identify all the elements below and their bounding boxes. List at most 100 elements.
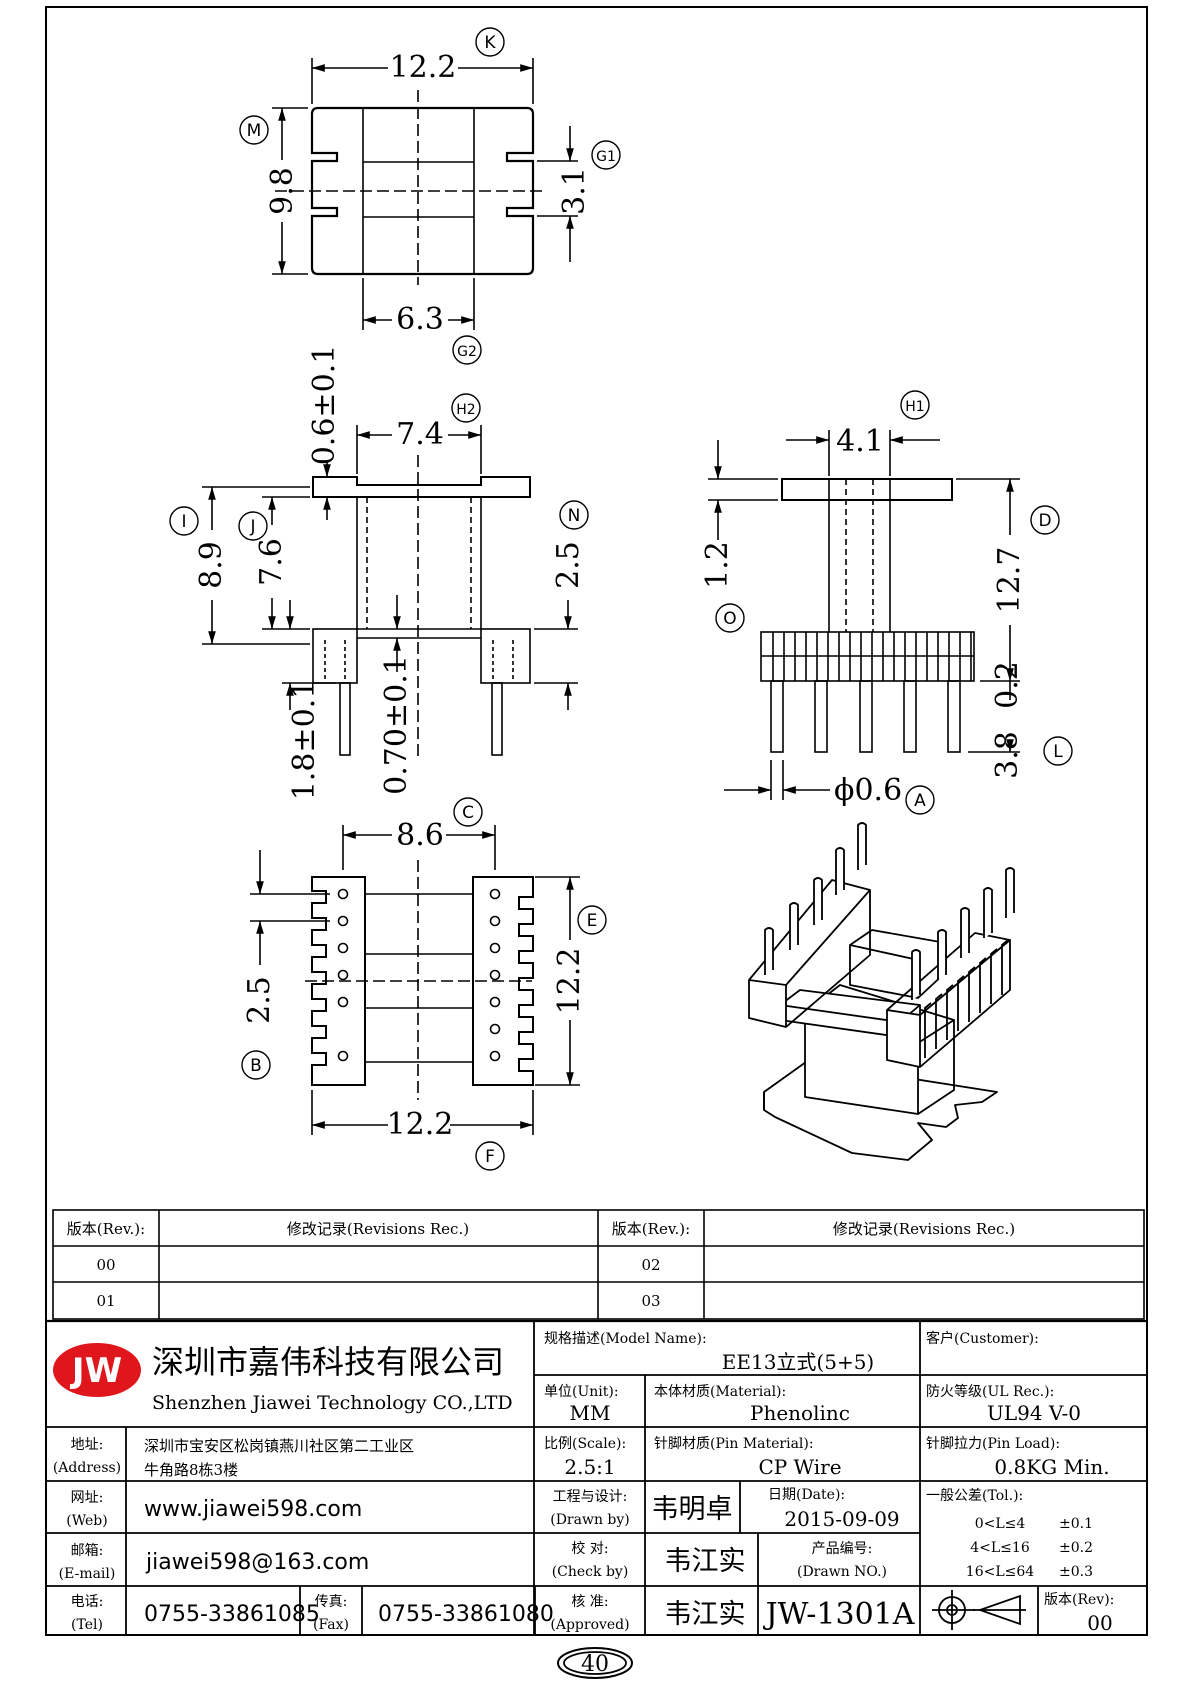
callout-i-circle <box>169 506 199 536</box>
dim-bottom-width: 12.2 <box>387 1107 454 1142</box>
logo-text: JW <box>70 1351 122 1391</box>
tel-value: 0755-33861085 <box>144 1602 320 1627</box>
callout-f: F <box>485 1147 495 1167</box>
callout-c: C <box>462 803 474 823</box>
tolerance-range-3: 16<L≤64 <box>966 1564 1034 1580</box>
callout-o: O <box>723 609 736 629</box>
model-label: 规格描述(Model Name): <box>544 1331 707 1347</box>
isometric-view <box>748 822 1015 1161</box>
callout-h1: H1 <box>905 399 924 415</box>
callout-h1-circle <box>900 390 930 420</box>
callout-a-circle <box>905 785 935 815</box>
pin-material-value: CP Wire <box>758 1455 841 1479</box>
front-view <box>202 425 578 760</box>
company-name-cn: 深圳市嘉伟科技有限公司 <box>152 1343 504 1381</box>
company-name-en: Shenzhen Jiawei Technology CO.,LTD <box>152 1392 513 1414</box>
part-number: JW-1301A <box>763 1597 915 1632</box>
scale-label: 比例(Scale): <box>544 1436 626 1452</box>
callout-b: B <box>250 1056 262 1076</box>
web-label-en: (Web) <box>66 1513 107 1529</box>
drawn-label-en: (Drawn by) <box>550 1512 630 1528</box>
callout-o-circle <box>715 603 745 633</box>
callout-d: D <box>1038 511 1051 531</box>
tel-label: 电话: <box>71 1594 104 1610</box>
tolerance-label: 一般公差(Tol.): <box>926 1488 1023 1504</box>
callout-d-circle <box>1030 505 1060 535</box>
callout-l-circle <box>1043 736 1073 766</box>
callout-e-circle <box>577 905 607 935</box>
address-label-en: (Address) <box>53 1460 121 1476</box>
email-label: 邮箱: <box>71 1543 104 1559</box>
address-line-1: 深圳市宝安区松岗镇燕川社区第二工业区 <box>144 1437 414 1455</box>
check-label-en: (Check by) <box>552 1564 629 1580</box>
address-label: 地址: <box>71 1437 104 1453</box>
rev-label: 版本(Rev): <box>1044 1592 1114 1608</box>
dim-front-body-h: 7.6 <box>254 538 289 586</box>
fax-label: 传真: <box>315 1594 348 1610</box>
dim-front-web: 0.70±0.1 <box>379 655 414 795</box>
tolerance-value-2: ±0.2 <box>1059 1540 1093 1556</box>
page-number: 40 <box>581 1652 609 1677</box>
dim-bottom-span: 8.6 <box>396 818 444 853</box>
check-label: 校 对: <box>571 1540 608 1557</box>
callout-e: E <box>587 911 598 931</box>
callout-a: A <box>914 791 926 811</box>
approved-label: 核 准: <box>571 1594 608 1610</box>
callout-i: I <box>181 512 186 532</box>
callout-j: J <box>249 517 255 537</box>
revision-table <box>52 1209 1145 1320</box>
dim-side-flange-thk: 1.2 <box>700 541 735 589</box>
callout-g1-circle <box>591 140 621 170</box>
callout-g2: G2 <box>457 344 477 360</box>
dim-front-pin-step: 1.8±0.1 <box>287 680 322 801</box>
dim-front-flange-thk: 0.6±0.1 <box>307 345 342 466</box>
product-no-label: 产品编号: <box>812 1541 873 1557</box>
drawn-label: 工程与设计: <box>553 1489 628 1505</box>
callout-j-circle <box>238 511 268 541</box>
unit-value: MM <box>570 1401 611 1425</box>
address-line-2: 牛角路8栋3楼 <box>144 1461 238 1479</box>
model-value: EE13立式(5+5) <box>722 1350 874 1374</box>
dim-front-total-h: 8.9 <box>194 541 229 589</box>
rev-header-right: 版本(Rev.): <box>612 1220 690 1238</box>
callout-b-circle <box>241 1050 271 1080</box>
dim-bottom-height: 12.2 <box>552 948 587 1015</box>
callout-h2-circle <box>451 393 481 423</box>
web-value: www.jiawei598.com <box>144 1497 362 1522</box>
email-label-en: (E-mail) <box>59 1566 116 1582</box>
material-label: 本体材质(Material): <box>654 1384 786 1400</box>
tolerance-range-1: 0<L≤4 <box>975 1516 1026 1532</box>
fax-label-en: (Fax) <box>313 1617 349 1633</box>
email-value: jiawei598@163.com <box>145 1550 369 1575</box>
callout-l: L <box>1053 742 1063 762</box>
callout-f-circle <box>475 1141 505 1171</box>
callout-g2-circle <box>452 335 482 365</box>
web-label: 网址: <box>71 1490 104 1506</box>
approved-value: 韦江实 <box>665 1599 746 1630</box>
dim-side-core: 4.1 <box>836 424 884 459</box>
dim-side-height: 12.7 <box>992 547 1027 614</box>
dim-top-width: 12.2 <box>390 50 457 85</box>
date-label: 日期(Date): <box>768 1487 845 1503</box>
rev-cell: 01 <box>96 1292 115 1310</box>
side-view <box>708 430 1020 800</box>
tolerance-value-1: ±0.1 <box>1059 1516 1093 1532</box>
rec-header-right: 修改记录(Revisions Rec.) <box>833 1220 1015 1238</box>
dim-top-gap: 3.1 <box>557 167 592 215</box>
rev-value: 00 <box>1087 1611 1112 1635</box>
rev-cell: 03 <box>641 1292 660 1310</box>
drawn-value: 韦明卓 <box>652 1494 733 1525</box>
material-value: Phenolinc <box>750 1401 850 1425</box>
tel-label-en: (Tel) <box>71 1617 103 1633</box>
ul-value: UL94 V-0 <box>987 1401 1081 1425</box>
scale-value: 2.5:1 <box>564 1455 615 1479</box>
dim-front-flange-width: 7.4 <box>396 417 444 452</box>
callout-m: M <box>247 121 262 141</box>
dim-side-pin-len: 3.8 <box>990 731 1025 779</box>
tolerance-range-2: 4<L≤16 <box>970 1540 1030 1556</box>
ul-label: 防火等级(UL Rec.): <box>926 1383 1054 1400</box>
dim-top-inner: 6.3 <box>396 302 444 337</box>
rev-header-left: 版本(Rev.): <box>67 1220 145 1238</box>
top-view <box>272 58 578 330</box>
